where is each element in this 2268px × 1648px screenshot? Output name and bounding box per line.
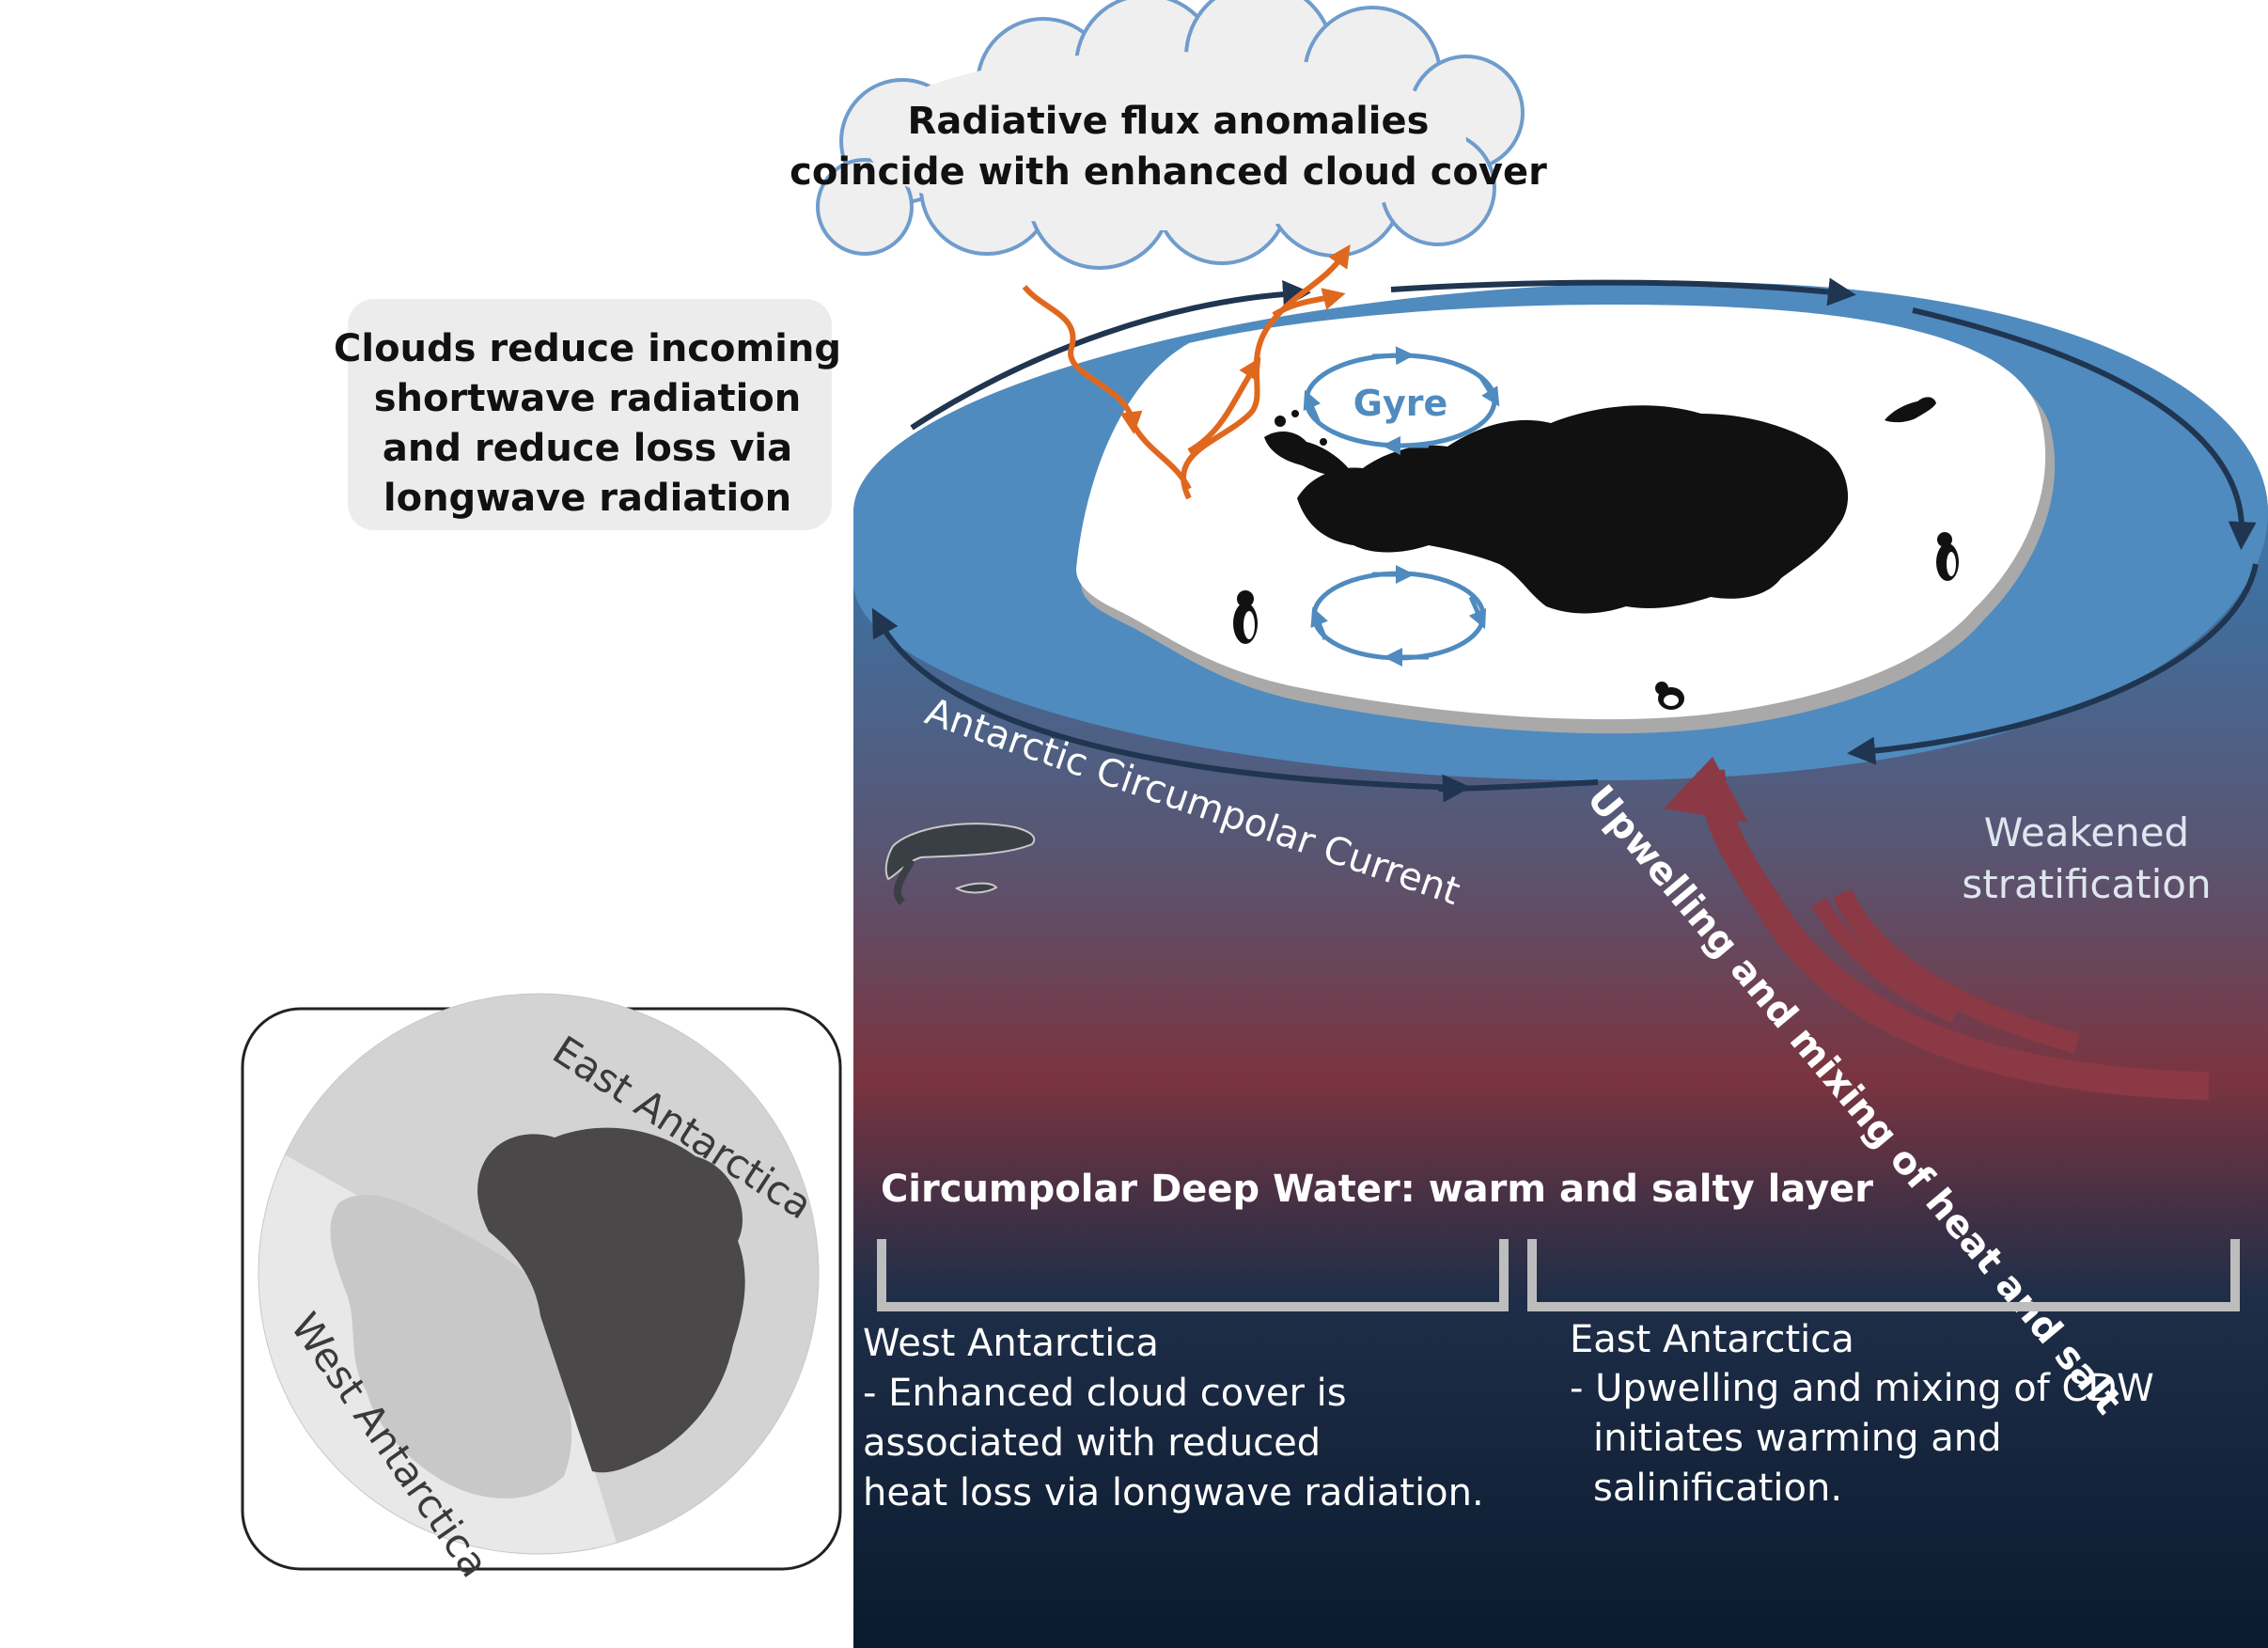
island bbox=[1275, 416, 1286, 427]
cloud-text-line: Radiative flux anomalies bbox=[908, 100, 1430, 143]
stratification-line: Weakened bbox=[1984, 809, 2189, 855]
stratification-line: stratification bbox=[1962, 861, 2211, 907]
clouds-text-line: longwave radiation bbox=[383, 477, 791, 520]
cloud-text-line: coincide with enhanced cloud cover bbox=[790, 150, 1547, 194]
acc-arrow-back bbox=[1912, 307, 2257, 550]
penguin-icon bbox=[1233, 590, 1258, 644]
cloud-icon bbox=[816, 0, 1525, 270]
acc-arrow-back bbox=[910, 279, 1311, 431]
clouds-text-line: Clouds reduce incoming bbox=[334, 327, 841, 370]
gyre-arrow bbox=[1478, 374, 1500, 407]
upwelling-arrow-branch bbox=[1832, 888, 2080, 1054]
gyre-arrow bbox=[1468, 595, 1487, 630]
east-line: - Upwelling and mixing of CDW bbox=[1570, 1367, 2154, 1410]
island bbox=[1320, 438, 1327, 446]
clouds-text-line: and reduce loss via bbox=[383, 427, 792, 470]
bracket-west bbox=[877, 1239, 1509, 1311]
seal-icon bbox=[1885, 397, 1936, 423]
west-title: West Antarctica bbox=[863, 1322, 1159, 1365]
west-line: - Enhanced cloud cover is bbox=[863, 1372, 1347, 1415]
cdw-label: Circumpolar Deep Water: warm and salty l… bbox=[881, 1168, 1873, 1211]
east-line: salinification. bbox=[1593, 1467, 1842, 1510]
island bbox=[1291, 410, 1299, 417]
clouds-text-line: shortwave radiation bbox=[374, 377, 802, 420]
inset-disc-outline bbox=[258, 993, 820, 1555]
gyre-label: Gyre bbox=[1353, 383, 1447, 424]
upwelling-arrow-branch bbox=[1811, 898, 1959, 1024]
upwelling-arrow-head bbox=[1664, 757, 1748, 823]
east-antarctica-landmass bbox=[477, 1127, 745, 1473]
radiative-flux-arrow bbox=[1187, 356, 1261, 454]
penguin-icon bbox=[1655, 682, 1684, 710]
bracket-east bbox=[1527, 1239, 2240, 1311]
west-antarctica-landmass bbox=[330, 1194, 572, 1499]
acc-arrow-front bbox=[1847, 563, 2259, 765]
east-line: initiates warming and bbox=[1593, 1417, 2002, 1460]
west-line: heat loss via longwave radiation. bbox=[863, 1471, 1484, 1515]
east-title: East Antarctica bbox=[1570, 1318, 1854, 1361]
radiative-flux-arrow bbox=[1022, 285, 1143, 434]
inset-disc bbox=[258, 994, 819, 1554]
whale-icon bbox=[884, 823, 1036, 905]
radiative-flux-arrow bbox=[1272, 288, 1346, 318]
penguin-icon bbox=[1936, 532, 1959, 581]
acc-arrow-back bbox=[1390, 277, 1856, 306]
clouds-text-box bbox=[348, 299, 832, 530]
antarctic-peninsula bbox=[1264, 431, 1353, 477]
gyre-arrow bbox=[1303, 389, 1322, 424]
acc-arrow-front bbox=[871, 607, 1467, 791]
gyre-arrow bbox=[1371, 346, 1415, 366]
west-line: associated with reduced bbox=[863, 1421, 1321, 1465]
antarctica-silhouette bbox=[1297, 405, 1849, 614]
upwelling-arrow bbox=[1697, 769, 2210, 1100]
gyre-arrow bbox=[1310, 606, 1328, 640]
